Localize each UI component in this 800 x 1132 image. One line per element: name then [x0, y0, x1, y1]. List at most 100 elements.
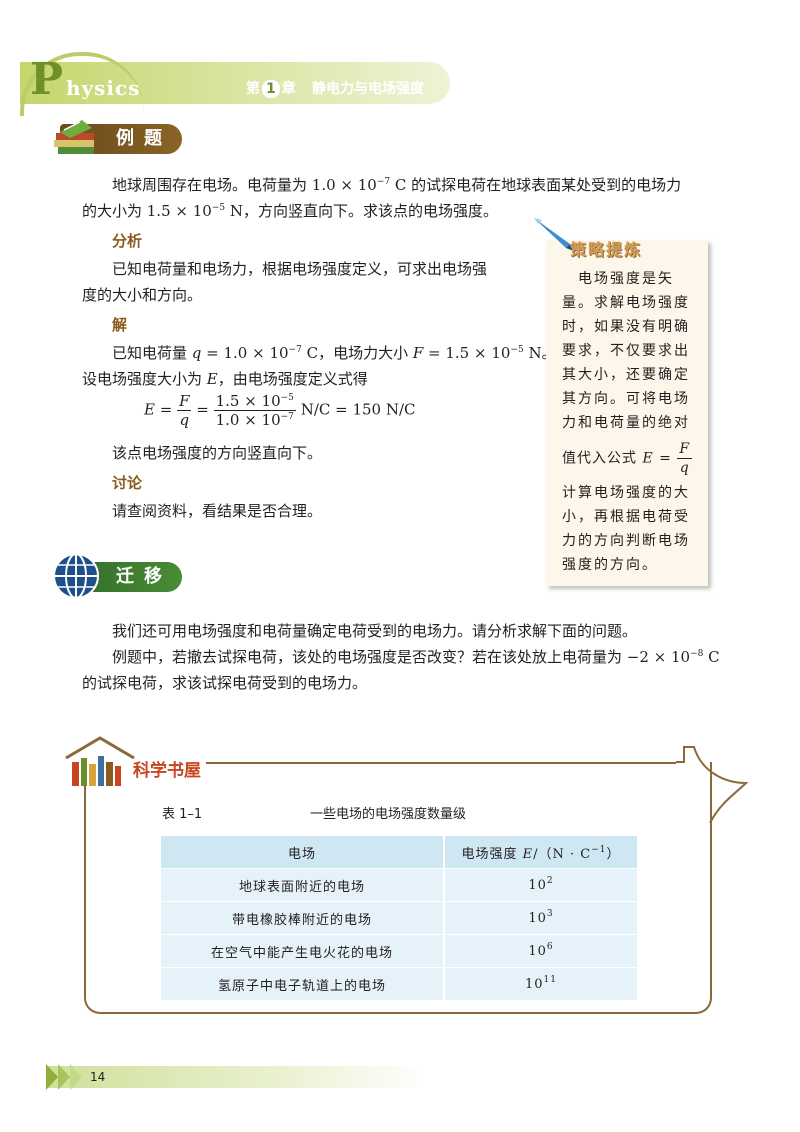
transfer-line-1: 我们还可用电场强度和电荷量确定电荷受到的电场力。请分析求解下面的问题。 — [112, 622, 638, 640]
strategy-formula-prefix: 值代入公式 — [562, 450, 643, 467]
question-line-1-exp: −7 — [376, 177, 391, 187]
var-F: F — [412, 344, 424, 362]
value-exp: 3 — [546, 908, 554, 919]
strategy-formula-E: E — [642, 450, 654, 467]
equation-result: N/C = 150 N/C — [295, 400, 416, 419]
solution-line-2-b: ，由电场强度定义式得 — [217, 370, 368, 388]
table-cell-value: 102 — [444, 868, 637, 902]
solution-line-1-d: = 1.5 × 10 — [423, 344, 511, 362]
bookhouse-roof-curve — [676, 746, 749, 824]
header-strength-c: ） — [606, 846, 621, 862]
chapter-suffix: 章 — [281, 81, 296, 97]
table-cell-field: 带电橡胶棒附近的电场 — [161, 901, 445, 935]
globe-icon — [53, 553, 99, 599]
physics-logo-initial: P — [30, 54, 64, 105]
question-line-2-a: 的大小为 1.5 × 10 — [82, 202, 212, 220]
strategy-title: 策略提炼 — [570, 240, 643, 259]
strategy-line-10: 力的方向判断电场 — [562, 533, 690, 549]
bookhouse-frame-top — [206, 762, 676, 764]
numerator-exp: −5 — [280, 393, 294, 403]
table-number: 表 1–1 — [162, 807, 203, 822]
strategy-line-2: 量。求解电场强度 — [562, 295, 690, 311]
bookhouse-frame — [84, 762, 712, 1014]
table-header-strength: 电场强度 E/（N · C−1） — [444, 836, 637, 869]
table-cell-field: 地球表面附近的电场 — [161, 868, 445, 902]
value-base: 10 — [528, 877, 547, 893]
strategy-line-6: 其方向。可将电场 — [562, 391, 690, 407]
question-line-1-a: 地球周围存在电场。电荷量为 1.0 × 10 — [112, 176, 377, 194]
analysis-line-2: 度的大小和方向。 — [82, 286, 203, 304]
table-row: 在空气中能产生电火花的电场 106 — [161, 934, 637, 968]
table-cell-value: 103 — [444, 901, 637, 935]
strategy-line-4: 要求，不仅要求出 — [562, 343, 690, 359]
value-exp: 6 — [546, 941, 554, 952]
solution-heading: 解 — [112, 316, 128, 334]
strategy-line-9: 小，再根据电荷受 — [562, 509, 690, 525]
table-row: 氢原子中电子轨道上的电场 1011 — [161, 967, 637, 1001]
discuss-heading: 讨论 — [112, 474, 143, 492]
table-cell-value: 106 — [444, 934, 637, 968]
denominator-exp: −7 — [280, 412, 294, 422]
equation-E: E — [144, 400, 155, 419]
transfer-line-2-exp: −8 — [690, 649, 704, 659]
value-exp: 11 — [543, 974, 557, 985]
strategy-line-3: 时，如果没有明确 — [562, 319, 690, 335]
fraction-denominator-q: q — [179, 411, 190, 429]
table-header-row: 电场 电场强度 E/（N · C−1） — [161, 836, 637, 869]
chevron-right-icon — [46, 1064, 82, 1090]
transfer-line-2: 例题中，若撤去试探电荷，该处的电场强度是否改变？若在该处放上电荷量为 −2 × … — [112, 644, 720, 670]
value-base: 10 — [525, 976, 544, 992]
solution-line-1-a: 已知电荷量 — [112, 344, 192, 362]
fraction-numerator-F: F — [177, 392, 192, 411]
header-strength-b: /（N · C — [533, 846, 592, 862]
strategy-line-7: 力和电荷量的绝对 — [562, 415, 690, 431]
strategy-line-11: 强度的方向。 — [562, 557, 658, 573]
strategy-line-8: 计算电场强度的大 — [562, 485, 690, 501]
solution-line-1-b: = 1.0 × 10 — [201, 344, 289, 362]
strategy-box — [546, 240, 708, 586]
denominator-base: 1.0 × 10 — [215, 411, 281, 429]
question-line-1-b: C 的试探电荷在地球表面某处受到的电场力 — [390, 176, 682, 194]
solution-line-1-exp-2: −5 — [510, 345, 524, 355]
transfer-line-2-b: C — [703, 648, 720, 666]
table-row: 地球表面附近的电场 102 — [161, 868, 637, 902]
strategy-fraction-F: F — [677, 441, 693, 459]
strategy-line-5: 其大小，还要确定 — [562, 367, 690, 383]
solution-line-2: 设电场强度大小为 E，由电场强度定义式得 — [82, 366, 368, 392]
equation-equals-2: = — [191, 400, 214, 419]
fraction-denominator-value: 1.0 × 10−7 — [214, 411, 296, 429]
analysis-heading: 分析 — [112, 232, 143, 250]
physics-logo-text: hysics — [66, 76, 141, 100]
table-header-field: 电场 — [161, 836, 445, 869]
equation-equals-1: = — [154, 400, 178, 419]
table-cell-value: 1011 — [444, 967, 637, 1001]
solution-line-1-c: C，电场力大小 — [301, 344, 413, 362]
solution-line-1-exp-1: −7 — [288, 345, 302, 355]
discuss-line: 请查阅资料，看结果是否合理。 — [112, 502, 323, 520]
question-line-1: 地球周围存在电场。电荷量为 1.0 × 10−7 C 的试探电荷在地球表面某处受… — [112, 172, 681, 198]
transfer-line-3: 的试探电荷，求该试探电荷受到的电场力。 — [82, 674, 368, 692]
solution-line-3: 该点电场强度的方向竖直向下。 — [112, 444, 323, 462]
chapter-number: 1 — [262, 80, 280, 98]
strategy-line-1: 电场强度是矢 — [562, 271, 674, 287]
header-strength-exp: −1 — [591, 844, 607, 855]
analysis-line-1: 已知电荷量和电场力，根据电场强度定义，可求出电场强 — [112, 260, 488, 278]
table-cell-field: 氢原子中电子轨道上的电场 — [161, 967, 445, 1001]
chapter-prefix: 第 — [246, 81, 260, 97]
transfer-line-2-a: 例题中，若撤去试探电荷，该处的电场强度是否改变？若在该处放上电荷量为 −2 × … — [112, 648, 691, 666]
question-line-2: 的大小为 1.5 × 10−5 N，方向竖直向下。求该点的电场强度。 — [82, 198, 498, 224]
bookhouse-title: 科学书屋 — [133, 761, 201, 781]
var-E: E — [206, 370, 218, 388]
strategy-fraction-q: q — [679, 460, 690, 476]
bookshelf-house-icon — [65, 736, 135, 786]
field-strength-table: 电场 电场强度 E/（N · C−1） 地球表面附近的电场 102 带电橡胶棒附… — [161, 836, 637, 1001]
header-strength-E: E — [522, 846, 534, 862]
question-line-2-exp: −5 — [211, 203, 226, 213]
solution-line-2-a: 设电场强度大小为 — [82, 370, 207, 388]
